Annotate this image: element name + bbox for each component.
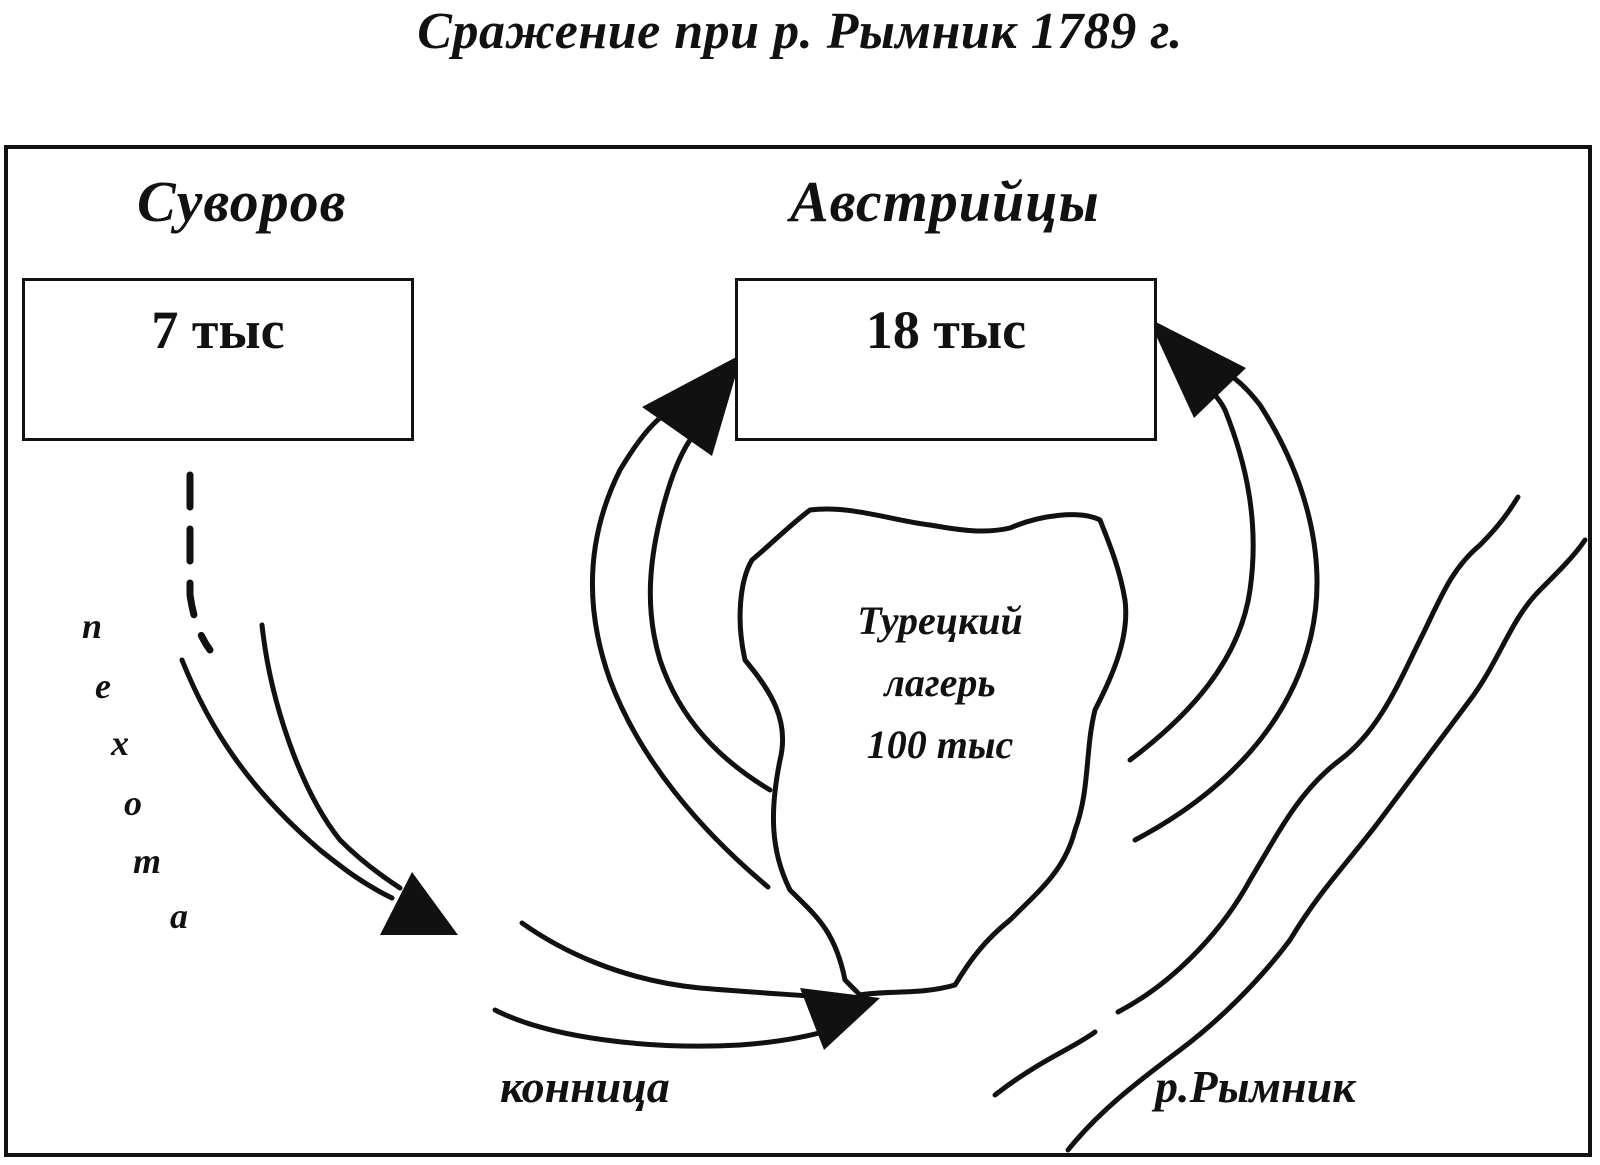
infantry-letter: а (170, 896, 188, 936)
cavalry-label: конница (500, 1061, 670, 1112)
austrians-force-count: 18 тыс (865, 300, 1027, 360)
austrian-right-arc-inner (1127, 387, 1256, 763)
suvorov-label: Суворов (137, 169, 347, 234)
austrians-label: Австрийцы (790, 169, 1100, 234)
infantry-letter: х (111, 723, 129, 763)
austrian-left-arrowhead (642, 354, 742, 456)
suvorov-march-dashed-line (186, 471, 214, 654)
cavalry-path-upper (519, 920, 838, 1001)
suvorov-force-count: 7 тыс (151, 300, 285, 360)
infantry-letter: т (133, 841, 162, 881)
austrian-right-arc-outer (1132, 372, 1320, 843)
turkish-camp-line-3: 100 тыс (866, 722, 1014, 767)
infantry-path-left (179, 657, 395, 901)
infantry-letter: о (124, 783, 142, 823)
turkish-camp-line-1: Турецкий (857, 598, 1023, 643)
turkish-camp-outline (737, 506, 1129, 998)
austrian-left-arc-inner (647, 437, 773, 793)
infantry-arrowhead (380, 872, 458, 935)
river-bank-left (992, 494, 1521, 1098)
river-bank-right (1065, 537, 1588, 1153)
battle-map-frame (4, 145, 1592, 1157)
turkish-camp-line-2: лагерь (884, 660, 996, 705)
infantry-path-right (259, 622, 403, 891)
cavalry-arrowhead (800, 988, 880, 1050)
cavalry-path-lower (492, 1007, 833, 1049)
turkish-camp-label: Турецкий лагерь 100 тыс (800, 590, 1080, 776)
infantry-letter: е (95, 666, 111, 706)
austrian-left-arc-outer (589, 415, 771, 890)
river-label: р.Рымник (1155, 1061, 1356, 1112)
suvorov-force-box: 7 тыс (22, 278, 414, 441)
map-title: Сражение при р. Рымник 1789 г. (417, 3, 1183, 60)
infantry-letter: п (82, 606, 103, 646)
austrians-force-box: 18 тыс (735, 278, 1157, 441)
austrian-right-arrowhead (1148, 318, 1246, 418)
